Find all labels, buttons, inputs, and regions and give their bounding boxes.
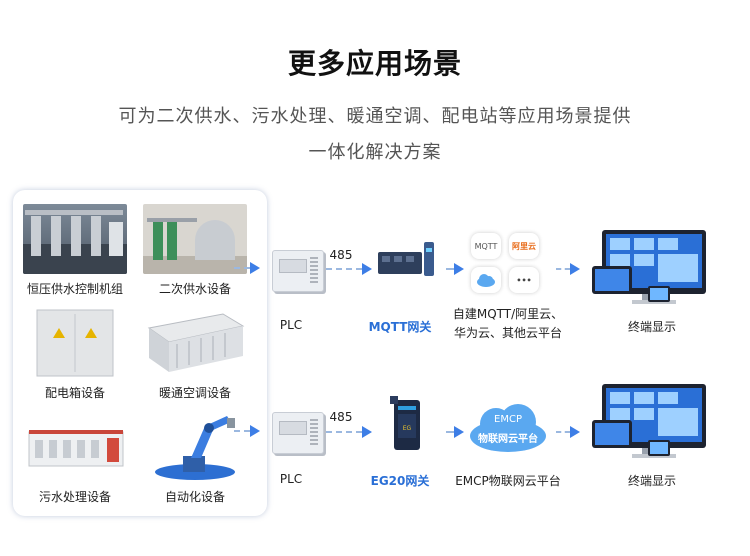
subtitle-line-1: 可为二次供水、污水处理、暖通空调、配电站等应用场景提供 xyxy=(118,106,632,127)
distribution-box-image xyxy=(23,308,127,378)
terminal-label: 终端显示 xyxy=(627,474,676,488)
emcp-platform-label: EMCP物联网云平台 xyxy=(455,474,561,488)
mqtt-gateway-icon xyxy=(378,242,434,276)
arrow-plc-to-gateway-1 xyxy=(326,263,372,275)
device-card-automation: 自动化设备 xyxy=(139,412,251,505)
device-card-sewage: 污水处理设备 xyxy=(19,412,131,505)
plc-label: PLC xyxy=(279,472,303,486)
eg20-gateway-icon: EG xyxy=(390,396,420,450)
robot-arm-image xyxy=(143,412,247,482)
arrow-cloud-to-terminal-2 xyxy=(556,426,580,438)
huawei-cloud-icon xyxy=(471,267,501,293)
device-card-hvac: 暖通空调设备 xyxy=(139,308,251,401)
device-card-secondary-water: 二次供水设备 xyxy=(139,204,251,297)
hvac-unit-image xyxy=(143,308,247,378)
device-panel: 恒压供水控制机组 二次供水设备 配电箱设备 xyxy=(13,190,267,516)
device-label: 恒压供水控制机组 xyxy=(26,282,123,296)
device-card-constant-pressure: 恒压供水控制机组 xyxy=(19,204,131,297)
page-title: 更多应用场景 xyxy=(287,47,462,80)
arrow-gateway-to-cloud-2 xyxy=(446,426,464,438)
mqtt-gateway-label: MQTT网关 xyxy=(368,320,432,334)
plc-device-icon xyxy=(272,250,324,292)
terminal-display-icon xyxy=(592,384,706,458)
emcp-cloud-icon xyxy=(470,404,546,452)
svg-text:EG: EG xyxy=(403,425,412,432)
protocol-label: 485 xyxy=(329,248,353,262)
emcp-badge-line-2: 物联网云平台 xyxy=(478,434,538,445)
eg20-gateway-label: EG20网关 xyxy=(370,474,430,488)
arrow-plc-to-gateway-2 xyxy=(326,426,372,438)
arrow-devices-to-plc-1 xyxy=(234,262,260,274)
cloud-label-line-2: 华为云、其他云平台 xyxy=(453,326,562,340)
aliyun-icon: 阿里云 xyxy=(509,233,539,259)
device-label: 二次供水设备 xyxy=(158,282,231,296)
device-card-distribution-box: 配电箱设备 xyxy=(19,308,131,401)
emcp-badge-line-1: EMCP xyxy=(494,414,522,425)
sewage-equipment-image xyxy=(23,412,127,482)
constant-pressure-pump-image xyxy=(23,204,127,274)
subtitle-line-2: 一体化解决方案 xyxy=(308,142,442,163)
device-label: 暖通空调设备 xyxy=(158,386,231,400)
terminal-display-icon xyxy=(592,230,706,304)
protocol-label: 485 xyxy=(329,410,353,424)
arrow-devices-to-plc-2 xyxy=(234,425,260,437)
cloud-platform-icons: MQTT 阿里云 ••• xyxy=(471,233,543,299)
device-label: 自动化设备 xyxy=(164,490,225,504)
cloud-label-line-1: 自建MQTT/阿里云、 xyxy=(452,307,564,321)
device-label: 污水处理设备 xyxy=(38,490,111,504)
terminal-label: 终端显示 xyxy=(627,320,676,334)
secondary-water-image xyxy=(143,204,247,274)
plc-label: PLC xyxy=(279,318,303,332)
plc-device-icon xyxy=(272,412,324,454)
more-icon: ••• xyxy=(509,267,539,293)
mqtt-icon: MQTT xyxy=(471,233,501,259)
arrow-gateway-to-cloud-1 xyxy=(446,263,464,275)
arrow-cloud-to-terminal-1 xyxy=(556,263,580,275)
device-label: 配电箱设备 xyxy=(44,386,105,400)
